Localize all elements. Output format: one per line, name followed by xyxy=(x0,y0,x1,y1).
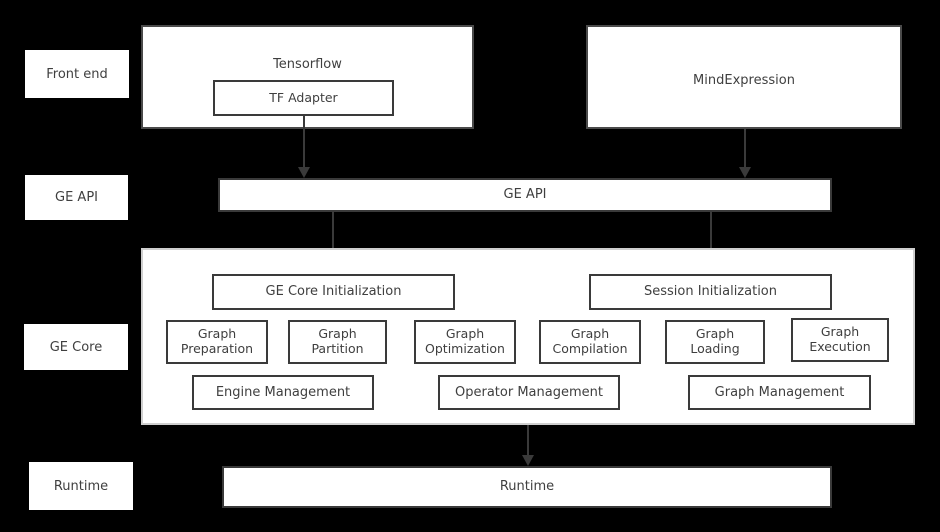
module-graph-loading[interactable]: Graph Loading xyxy=(665,320,765,364)
tier-label-front-end: Front end xyxy=(25,50,129,98)
module-graph-partition[interactable]: Graph Partition xyxy=(288,320,387,364)
session-initialization-box[interactable]: Session Initialization xyxy=(589,274,832,310)
module-graph-partition-line2: Partition xyxy=(311,341,364,356)
module-graph-preparation[interactable]: Graph Preparation xyxy=(166,320,268,364)
ge-core-initialization-box[interactable]: GE Core Initialization xyxy=(212,274,455,310)
manager-operator-management[interactable]: Operator Management xyxy=(438,375,620,410)
module-graph-execution-line1: Graph xyxy=(820,324,860,340)
module-graph-loading-line2: Loading xyxy=(690,341,740,356)
module-graph-optimization-line2: Optimization xyxy=(425,341,505,356)
module-graph-optimization[interactable]: Graph Optimization xyxy=(414,320,516,364)
mindexpression-label: MindExpression xyxy=(693,73,795,88)
module-graph-optimization-line1: Graph xyxy=(445,326,485,342)
runtime-bar[interactable]: Runtime xyxy=(222,466,832,508)
module-graph-loading-line1: Graph xyxy=(695,326,735,342)
manager-engine-management[interactable]: Engine Management xyxy=(192,375,374,410)
module-graph-execution-line2: Execution xyxy=(809,339,871,354)
frontend-mindexpression-container[interactable]: MindExpression xyxy=(586,25,902,129)
tier-label-ge-api: GE API xyxy=(25,175,128,220)
module-graph-compilation[interactable]: Graph Compilation xyxy=(539,320,641,364)
ge-api-bar[interactable]: GE API xyxy=(218,178,832,212)
module-graph-execution[interactable]: Graph Execution xyxy=(791,318,889,362)
module-graph-compilation-line2: Compilation xyxy=(552,341,628,356)
module-graph-preparation-line2: Preparation xyxy=(180,341,254,356)
tf-adapter-box[interactable]: TF Adapter xyxy=(213,80,394,116)
tier-label-ge-core: GE Core xyxy=(24,324,128,370)
module-graph-preparation-line1: Graph xyxy=(197,326,237,342)
tier-label-runtime: Runtime xyxy=(29,462,133,510)
module-graph-compilation-line1: Graph xyxy=(570,326,610,342)
manager-graph-management[interactable]: Graph Management xyxy=(688,375,871,410)
module-graph-partition-line1: Graph xyxy=(318,326,357,342)
tensorflow-label: Tensorflow xyxy=(273,57,342,72)
